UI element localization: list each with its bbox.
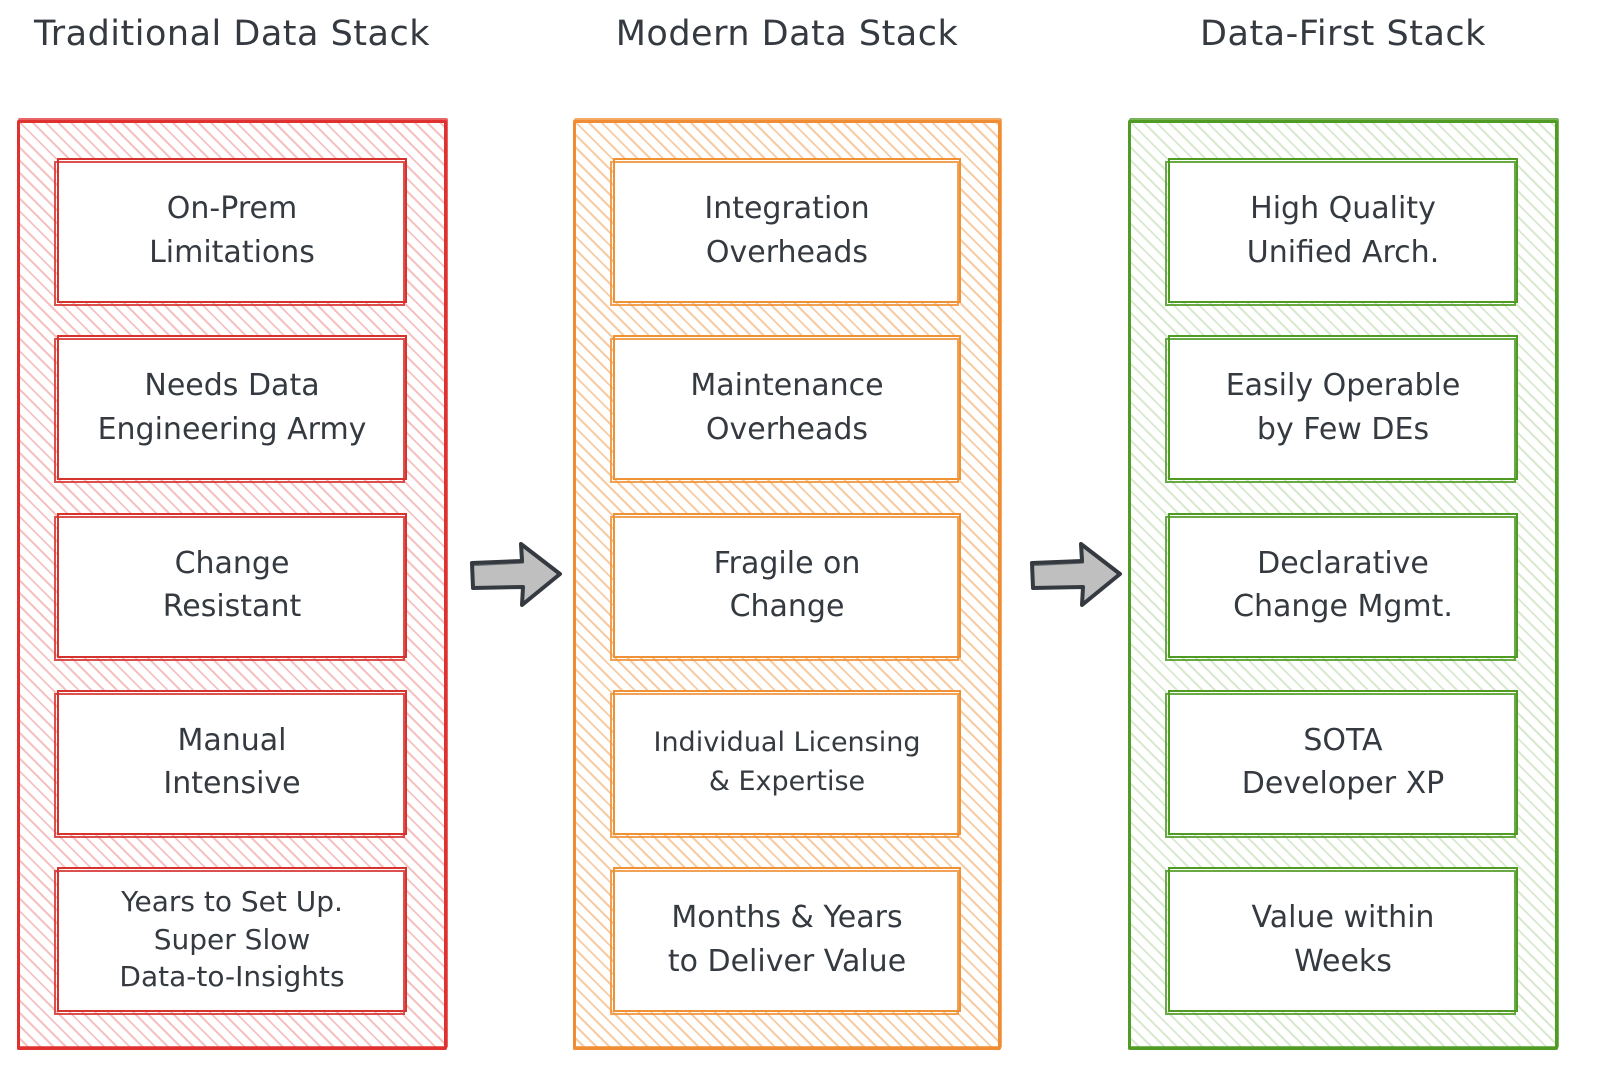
item-label: On-Prem Limitations xyxy=(149,191,315,270)
item-integration-overheads[interactable]: Integration Overheads xyxy=(610,158,961,306)
item-label: Change Resistant xyxy=(162,545,302,625)
arrow-modern-to-data-first xyxy=(1028,535,1124,613)
item-needs-data-engineering-army[interactable]: Needs Data Engineering Army xyxy=(54,335,407,484)
group-container-data-first: High Quality Unified Arch. Easily Operab… xyxy=(1128,118,1559,1050)
item-list-data-first: High Quality Unified Arch. Easily Operab… xyxy=(1165,158,1518,1015)
item-label: Individual Licensing & Expertise xyxy=(653,727,921,798)
item-label: Integration Overheads xyxy=(704,191,870,270)
item-label: Maintenance Overheads xyxy=(690,368,884,447)
item-change-resistant[interactable]: Change Resistant xyxy=(54,512,407,661)
arrow-traditional-to-modern xyxy=(468,535,564,613)
item-on-prem-limitations[interactable]: On-Prem Limitations xyxy=(54,158,407,306)
item-years-to-set-up[interactable]: Years to Set Up. Super Slow Data-to-Insi… xyxy=(54,867,407,1015)
group-frame-data-first-sketch xyxy=(1129,118,1559,1048)
item-high-quality-unified-arch[interactable]: High Quality Unified Arch. xyxy=(1165,158,1518,306)
column-title-data-first: Data-First Stack xyxy=(1200,14,1486,54)
column-title-traditional: Traditional Data Stack xyxy=(34,14,430,54)
item-label: SOTA Developer XP xyxy=(1241,722,1445,802)
column-data-first-stack: Data-First Stack High Quality Unified Ar… xyxy=(1128,0,1559,1066)
item-label: Needs Data Engineering Army xyxy=(97,368,367,447)
item-label: Manual Intensive xyxy=(163,722,301,802)
item-label: Years to Set Up. Super Slow Data-to-Insi… xyxy=(119,884,345,994)
group-container-traditional: On-Prem Limitations Needs Data Engineeri… xyxy=(17,118,448,1050)
item-sota-developer-xp[interactable]: SOTA Developer XP xyxy=(1165,689,1518,838)
item-list-traditional: On-Prem Limitations Needs Data Engineeri… xyxy=(54,158,407,1015)
right-arrow-icon xyxy=(1030,542,1122,607)
item-label: Easily Operable by Few DEs xyxy=(1225,368,1461,447)
item-label: Declarative Change Mgmt. xyxy=(1233,545,1453,625)
item-label: Months & Years to Deliver Value xyxy=(667,900,907,979)
group-frame-modern-sketch xyxy=(574,118,1002,1048)
item-manual-intensive[interactable]: Manual Intensive xyxy=(54,689,407,838)
item-maintenance-overheads[interactable]: Maintenance Overheads xyxy=(610,335,961,484)
item-fragile-on-change[interactable]: Fragile on Change xyxy=(610,512,961,661)
column-modern-data-stack: Modern Data Stack Integration Overheads … xyxy=(573,0,1002,1066)
column-traditional-data-stack: Traditional Data Stack On-Prem Limitatio… xyxy=(17,0,448,1066)
item-label: Fragile on Change xyxy=(713,545,861,625)
right-arrow-icon xyxy=(470,542,562,607)
item-label: Value within Weeks xyxy=(1251,900,1435,979)
item-value-within-weeks[interactable]: Value within Weeks xyxy=(1165,867,1518,1015)
item-list-modern: Integration Overheads Maintenance Overhe… xyxy=(610,158,961,1015)
item-declarative-change-mgmt[interactable]: Declarative Change Mgmt. xyxy=(1165,512,1518,661)
item-easily-operable-by-few-des[interactable]: Easily Operable by Few DEs xyxy=(1165,335,1518,484)
item-label: High Quality Unified Arch. xyxy=(1246,191,1440,270)
item-months-and-years-to-deliver-value[interactable]: Months & Years to Deliver Value xyxy=(610,867,961,1015)
column-title-modern: Modern Data Stack xyxy=(615,14,959,54)
group-container-modern: Integration Overheads Maintenance Overhe… xyxy=(573,118,1002,1050)
item-individual-licensing-and-expertise[interactable]: Individual Licensing & Expertise xyxy=(610,689,961,838)
group-frame-traditional-sketch xyxy=(18,118,448,1048)
